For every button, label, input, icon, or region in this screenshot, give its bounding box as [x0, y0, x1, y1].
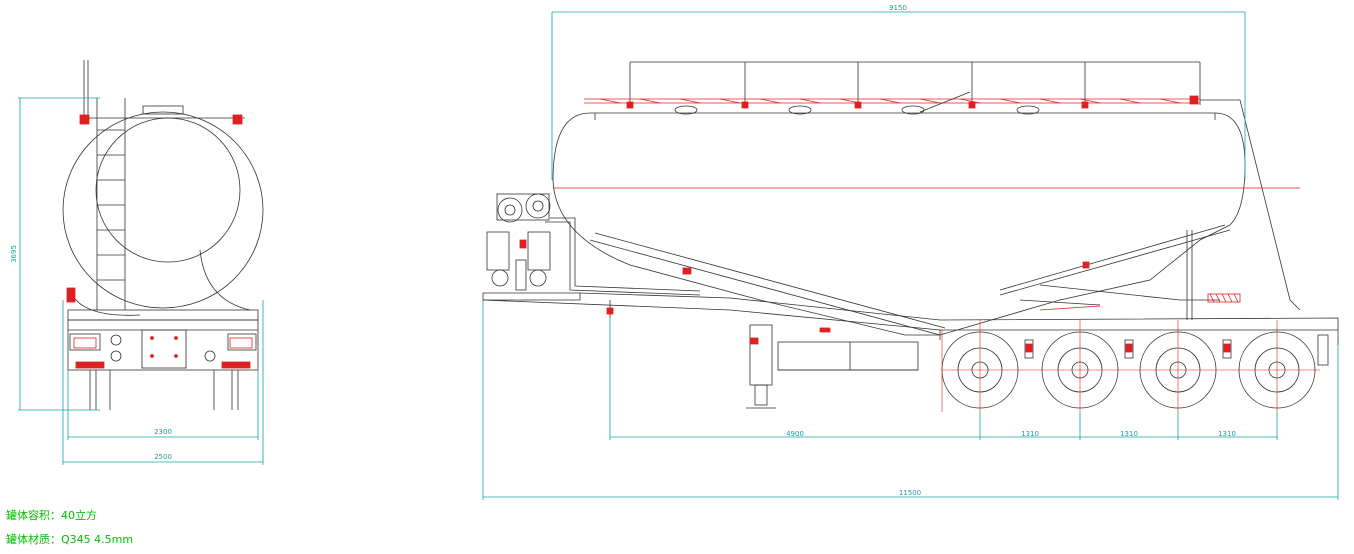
front-dimensions [18, 97, 264, 465]
front-tank-shell [62, 111, 264, 309]
dim-kingpin-to-axle: 4900 [786, 430, 804, 438]
front-view [62, 60, 264, 410]
dim-axle-spacing-2: 1310 [1120, 430, 1138, 438]
suspension [1024, 334, 1329, 366]
dim-axle-spacing-3: 1310 [1218, 430, 1236, 438]
dim-front-height: 3695 [10, 245, 18, 263]
landing-gear [746, 324, 919, 409]
top-walkway [584, 95, 1200, 109]
side-dimensions [482, 11, 1339, 500]
front-frame [67, 309, 259, 410]
side-view [482, 61, 1339, 412]
tank-material-label: 罐体材质：Q345 4.5mm [6, 533, 134, 546]
top-railing [629, 61, 1201, 105]
manholes [674, 91, 1040, 115]
dim-front-inner-width: 2300 [154, 428, 172, 436]
dim-front-outer-width: 2500 [154, 453, 172, 461]
discharge-pipes [545, 217, 1231, 336]
front-ladder [96, 98, 126, 310]
dim-axle-spacing-1: 1310 [1021, 430, 1039, 438]
front-top-hatch [142, 105, 184, 115]
dim-overall-length: 11500 [899, 489, 921, 497]
tank-capacity-label: 罐体容积：40立方 [6, 509, 97, 522]
side-tank-shell [552, 112, 1246, 336]
dim-tank-length: 9150 [889, 4, 907, 12]
front-tank-inner [95, 117, 241, 263]
compressor-unit [486, 193, 551, 291]
